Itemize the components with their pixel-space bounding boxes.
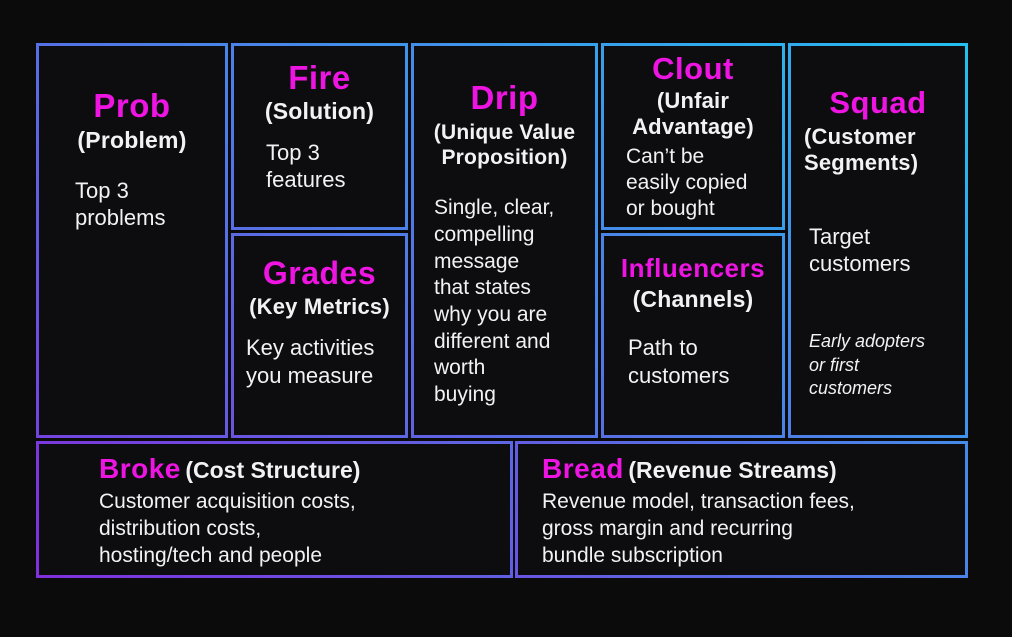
problem-subtitle: (Problem) <box>77 126 187 153</box>
solution-subtitle: (Solution) <box>264 97 375 124</box>
box-unfair-advantage: Clout (Unfair Advantage) Can’t be easily… <box>601 43 785 230</box>
cost-structure-title: Broke <box>99 453 181 484</box>
channels-title: Influencers <box>620 253 766 283</box>
box-problem: Prob (Problem) Top 3 problems <box>36 43 228 438</box>
key-metrics-body: Key activities you measure <box>246 335 375 389</box>
problem-title: Prob <box>93 87 171 124</box>
revenue-streams-title-row: Bread (Revenue Streams) <box>542 453 955 485</box>
box-customer-segments: Squad (Customer Segments) Target custome… <box>788 43 968 438</box>
box-solution: Fire (Solution) Top 3 features <box>231 43 408 230</box>
unfair-advantage-subtitle: (Unfair Advantage) <box>632 87 754 140</box>
customer-segments-note: Early adopters or first customers <box>809 331 926 399</box>
customer-segments-subtitle: (Customer Segments) <box>804 123 919 176</box>
box-key-metrics: Grades (Key Metrics) Key activities you … <box>231 233 408 438</box>
customer-segments-title: Squad <box>829 85 927 120</box>
customer-segments-body: Target customers <box>809 223 911 277</box>
revenue-streams-body: Revenue model, transaction fees, gross m… <box>542 490 855 568</box>
cost-structure-body: Customer acquisition costs, distribution… <box>99 490 356 568</box>
unfair-advantage-body: Can’t be easily copied or bought <box>626 144 748 221</box>
uvp-subtitle: (Unique Value Proposition) <box>433 120 576 170</box>
cost-structure-subtitle: (Cost Structure) <box>185 457 361 483</box>
box-channels: Influencers (Channels) Path to customers <box>601 233 785 438</box>
solution-title: Fire <box>288 59 351 96</box>
key-metrics-subtitle: (Key Metrics) <box>249 293 390 319</box>
channels-subtitle: (Channels) <box>632 286 754 313</box>
uvp-body: Single, clear, compelling message that s… <box>434 196 555 406</box>
channels-body: Path to customers <box>628 334 730 388</box>
box-revenue-streams: Bread (Revenue Streams) Revenue model, t… <box>515 441 968 578</box>
revenue-streams-subtitle: (Revenue Streams) <box>628 457 837 483</box>
problem-body: Top 3 problems <box>75 177 166 231</box>
box-unique-value-proposition: Drip (Unique Value Proposition) Single, … <box>411 43 598 438</box>
cost-structure-title-row: Broke (Cost Structure) <box>99 453 500 485</box>
key-metrics-title: Grades <box>262 255 377 291</box>
solution-body: Top 3 features <box>266 139 346 193</box>
revenue-streams-title: Bread <box>542 453 624 484</box>
unfair-advantage-title: Clout <box>652 51 734 86</box>
uvp-title: Drip <box>470 79 539 116</box>
box-cost-structure: Broke (Cost Structure) Customer acquisit… <box>36 441 513 578</box>
